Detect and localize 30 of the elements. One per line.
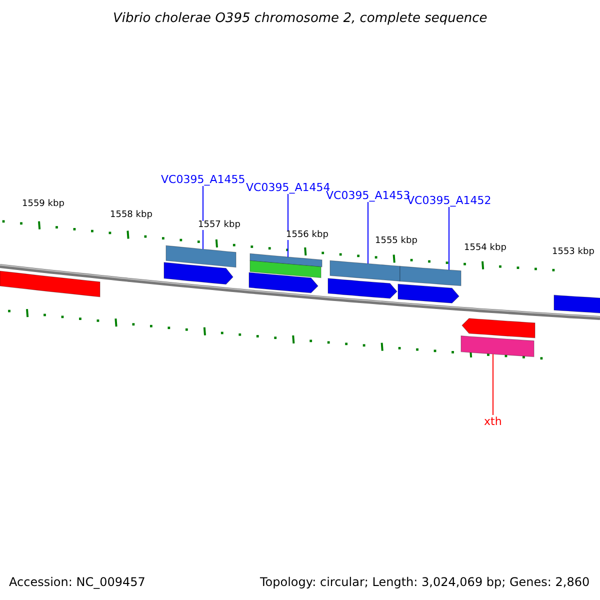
scale-label: 1558 kbp [109,211,154,220]
gene-feature [398,284,460,304]
footer-text: Accession: NC_009457 [9,576,146,588]
gene-label: VC0395_A1452 [407,195,492,206]
gene-bar [460,335,534,358]
scale-label: 1555 kbp [374,237,418,246]
scale-label: 1554 kbp [463,244,508,253]
gene-bar [330,260,400,282]
scale-label: 1559 kbp [21,200,66,209]
footer-text: Topology: circular; Length: 3,024,069 bp; Genes: 2,860 [260,576,590,588]
gene-bar [400,266,462,286]
gene-feature [462,318,536,338]
gene-bar [166,245,236,268]
diagram-title: Vibrio cholerae O395 chromosome 2, complete sequence [113,12,488,25]
leader-line [492,354,494,416]
gene-label: VC0395_A1455 [161,174,246,185]
gene-bar [554,294,600,314]
leader-line [448,206,450,270]
scale-label: 1553 kbp [551,248,596,257]
gene-bar [250,260,322,278]
scale-label: 1557 kbp [197,221,242,230]
gene-label: xth [484,416,502,427]
gene-label: VC0395_A1454 [246,182,330,193]
gene-feature [248,272,318,294]
gene-feature [328,278,398,299]
gene-bar [250,253,322,268]
scale-label: 1556 kbp [285,231,330,240]
leader-line [202,186,204,250]
gene-feature [164,262,234,285]
gene-bar [0,270,100,298]
